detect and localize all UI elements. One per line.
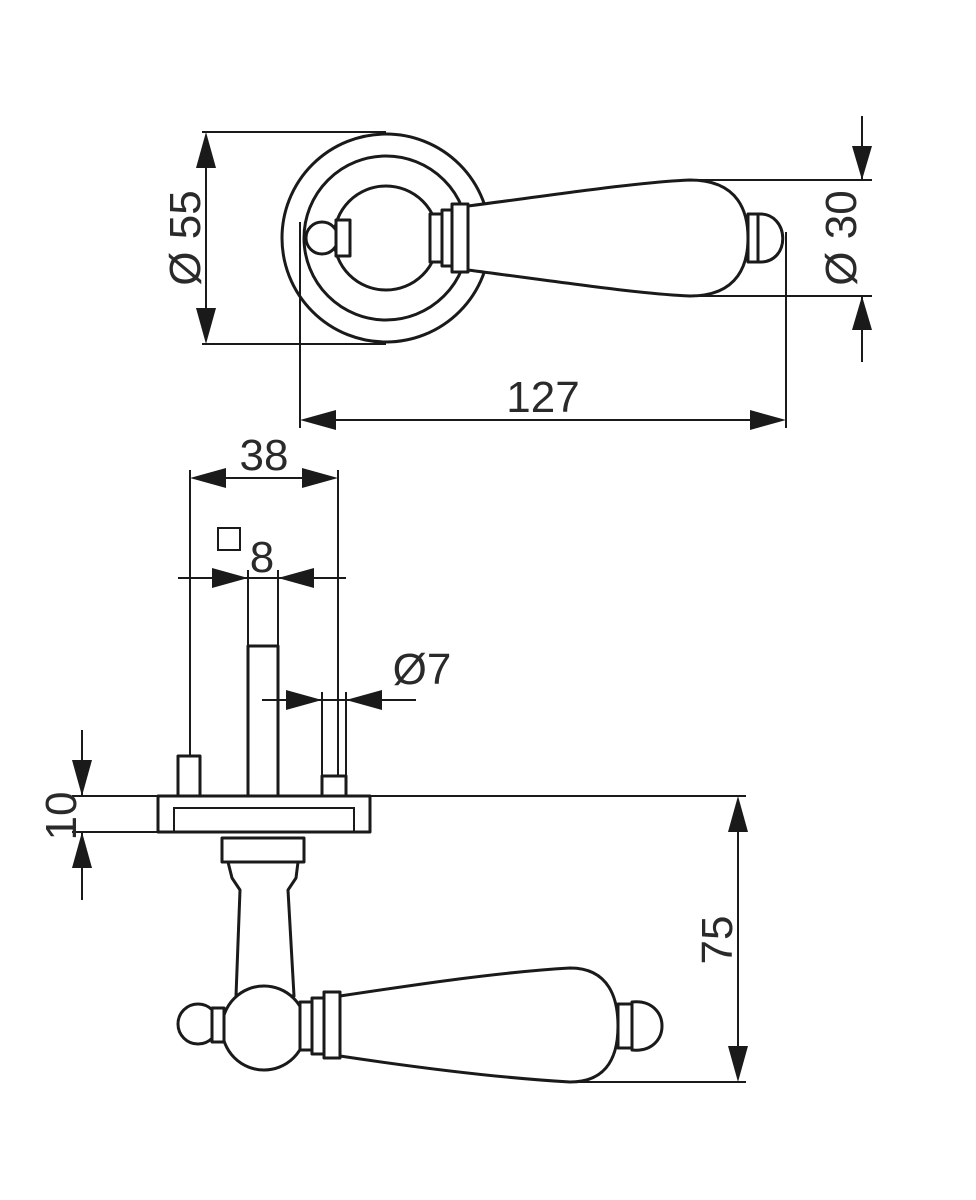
- side-view: 38 8 Ø7 10 75: [37, 431, 748, 1084]
- side-back-collar: [210, 1006, 226, 1044]
- side-end-knob: [630, 1000, 664, 1052]
- lever-boss: [220, 984, 308, 1072]
- fixing-pin-left: [176, 754, 202, 798]
- neck-shank: [226, 860, 300, 998]
- side-lever-handle: [338, 966, 620, 1084]
- dim-rose-diameter: Ø 55: [161, 190, 210, 285]
- rose-plate: [156, 794, 372, 834]
- side-collar-a: [298, 1000, 314, 1052]
- side-end-collar: [616, 1002, 634, 1050]
- lever-end-knob: [756, 212, 785, 264]
- square-symbol: [217, 527, 241, 551]
- rose-plate-inner: [173, 807, 355, 833]
- lever-collar-c: [450, 202, 470, 274]
- neck-collar: [220, 836, 306, 864]
- dim-knob-diameter: Ø 30: [817, 190, 866, 285]
- dim-lever-length: 127: [506, 373, 579, 422]
- dim-rose-thickness: 10: [37, 792, 86, 841]
- dim-projection: 75: [693, 916, 742, 965]
- side-collar-c: [322, 990, 342, 1060]
- dim-spindle-square: 8: [250, 533, 274, 582]
- spindle: [246, 644, 280, 798]
- side-collar-b: [310, 996, 326, 1056]
- back-knob: [304, 220, 340, 256]
- lever-collar-a: [428, 212, 444, 264]
- fixing-pin-right: [320, 774, 348, 798]
- lever-handle: [466, 178, 750, 298]
- dim-pin-spacing: 38: [240, 431, 289, 480]
- top-view: Ø 55 Ø 30 127: [161, 116, 872, 430]
- dim-pin-diameter: Ø7: [393, 645, 452, 694]
- back-collar: [334, 218, 352, 258]
